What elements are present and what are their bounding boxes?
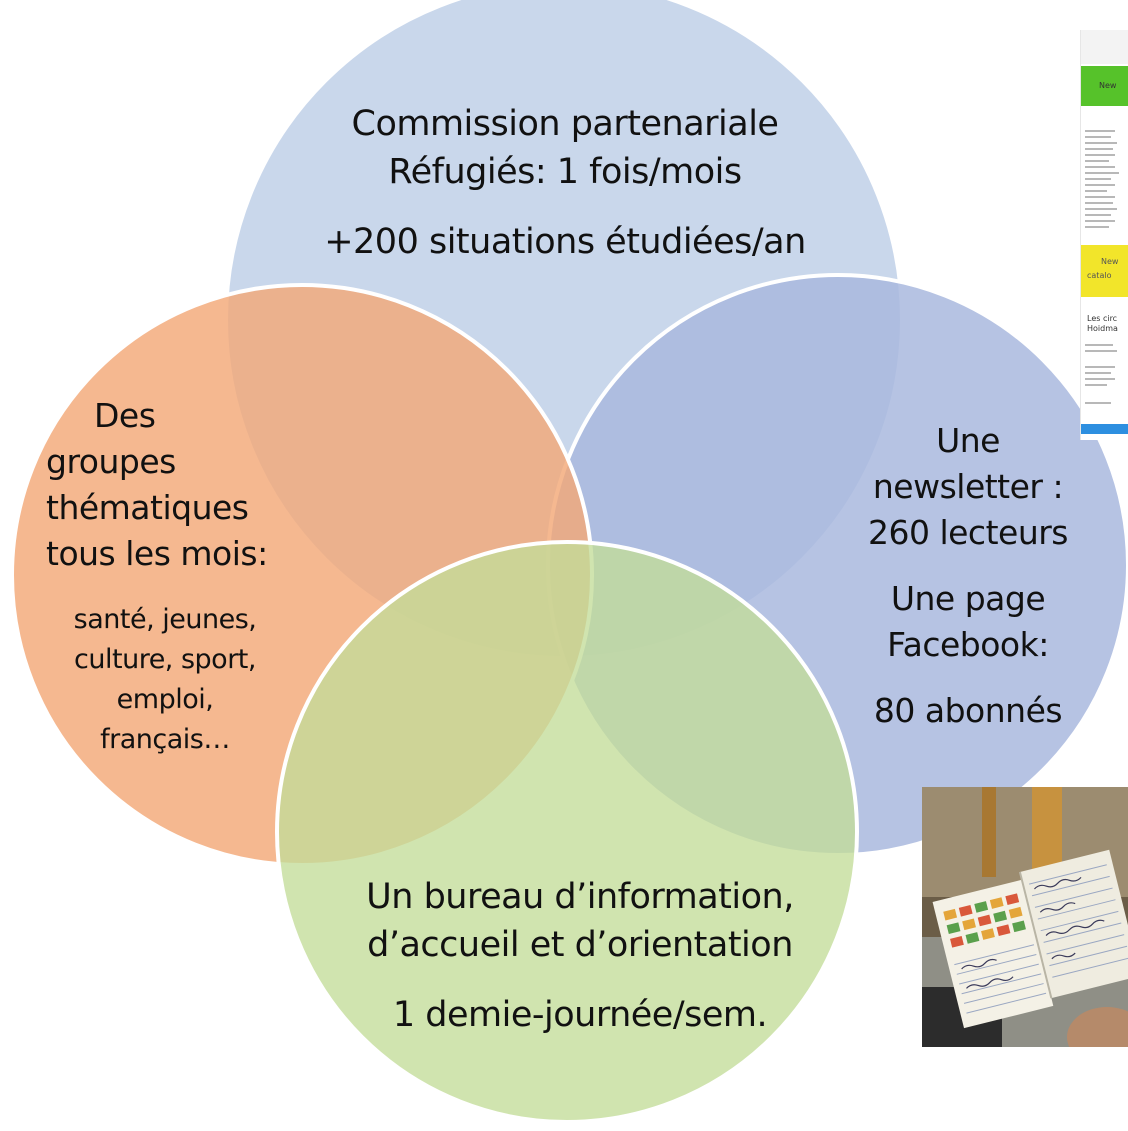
left-line-1: Des	[94, 396, 156, 435]
circle-bottom	[275, 540, 859, 1124]
left-detail-2: culture, sport,	[74, 644, 256, 675]
right-page-2: Facebook:	[887, 625, 1049, 664]
top-line-1: Commission partenariale	[351, 104, 779, 144]
newsletter-thumbnail: New New catalo Les circ Hoidma	[1080, 30, 1128, 440]
newsletter-header-band: New	[1081, 66, 1128, 106]
newsletter-blue-button	[1081, 424, 1128, 434]
left-circle-heading: Des groupes thématiques tous les mois:	[46, 393, 306, 577]
right-line-2: newsletter :	[872, 467, 1064, 506]
left-detail-3: emploi,	[116, 684, 214, 715]
newsletter-yellow-band: New catalo	[1081, 245, 1128, 297]
left-line-4: tous les mois:	[46, 534, 268, 573]
bottom-line-1: Un bureau d’information,	[366, 877, 794, 917]
bottom-circle-text: Un bureau d’information, d’accueil et d’…	[300, 873, 860, 1039]
top-circle-text: Commission partenariale Réfugiés: 1 fois…	[265, 100, 865, 266]
right-circle-text: Une newsletter : 260 lecteurs Une page F…	[848, 418, 1088, 734]
newsletter-section-title: Les circ Hoidma	[1087, 314, 1118, 333]
left-line-3: thématiques	[46, 488, 249, 527]
right-line-3: 260 lecteurs	[867, 513, 1069, 552]
right-stat: 80 abonnés	[873, 691, 1063, 730]
bottom-stat: 1 demie-journée/sem.	[392, 995, 768, 1035]
top-line-2: Réfugiés: 1 fois/mois	[388, 152, 742, 192]
left-circle-details: santé, jeunes, culture, sport, emploi, f…	[40, 600, 290, 760]
left-detail-4: français…	[100, 724, 230, 755]
top-stat: +200 situations étudiées/an	[324, 222, 806, 262]
notebook-photo	[922, 787, 1128, 1047]
left-detail-1: santé, jeunes,	[73, 604, 257, 635]
newsletter-header-text: New	[1099, 81, 1117, 90]
left-line-2: groupes	[46, 442, 176, 481]
bottom-line-2: d’accueil et d’orientation	[367, 925, 793, 965]
right-page-1: Une page	[890, 579, 1046, 618]
right-line-1: Une	[936, 421, 1000, 460]
